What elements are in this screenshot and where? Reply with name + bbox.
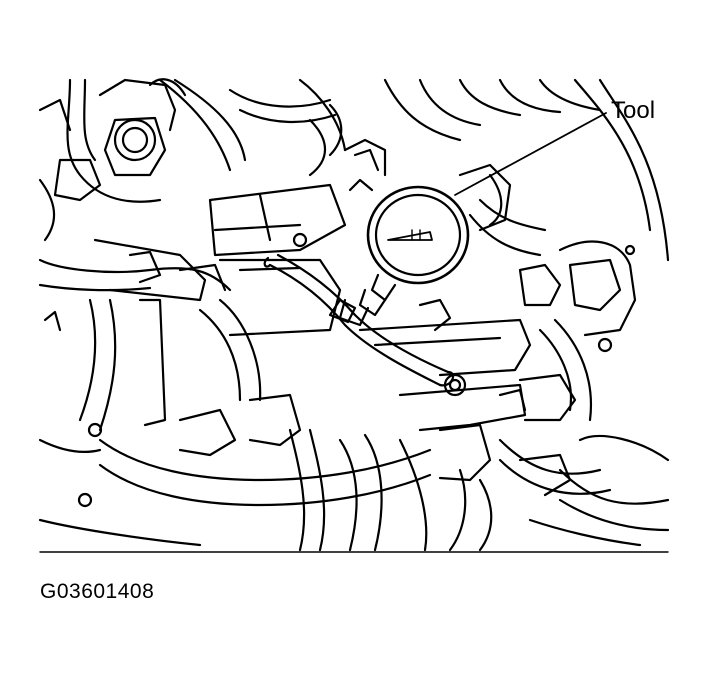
pressure-gauge-tool bbox=[338, 185, 470, 327]
left-side-hoses bbox=[38, 238, 262, 508]
fuel-rail-area bbox=[358, 298, 532, 432]
lower-hoses bbox=[38, 393, 669, 553]
tool-callout-label: Tool bbox=[611, 97, 656, 124]
upper-hoses bbox=[158, 78, 670, 262]
gauge-hose bbox=[263, 253, 455, 387]
callout-leader bbox=[454, 112, 607, 196]
figure-id: G03601408 bbox=[40, 580, 155, 603]
upper-left-components bbox=[38, 78, 187, 242]
